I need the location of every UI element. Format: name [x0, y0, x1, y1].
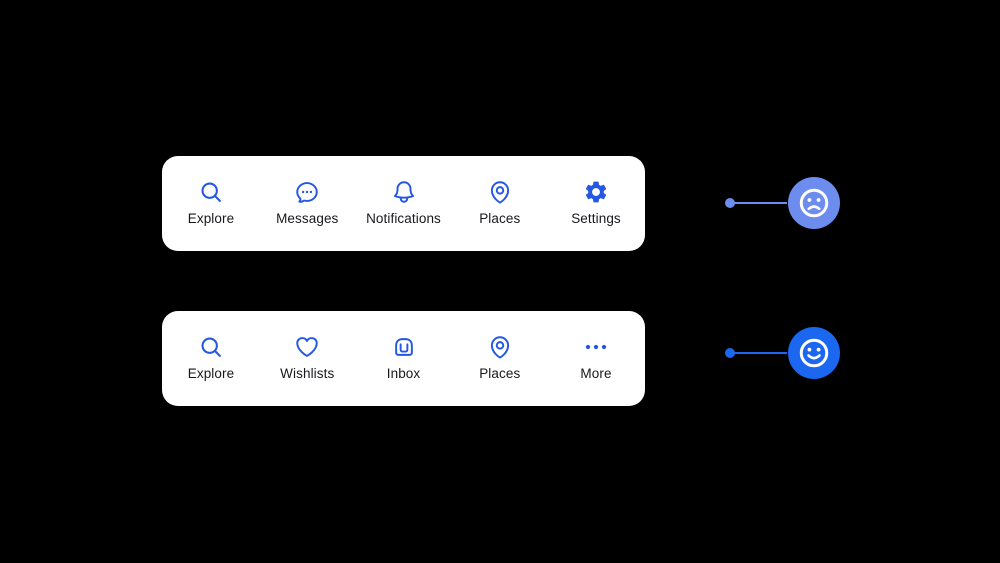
heart-icon — [294, 334, 320, 360]
sad-face-icon — [788, 177, 840, 229]
ellipsis-icon — [583, 334, 609, 360]
connector-line — [734, 351, 787, 355]
nav-item-label: More — [580, 366, 612, 381]
nav-item-inbox[interactable]: Inbox — [361, 311, 447, 406]
nav-item-label: Settings — [571, 211, 621, 226]
search-icon — [198, 334, 224, 360]
happy-face-icon — [788, 327, 840, 379]
nav-bar-settings-variant: Explore Messages Notifications Plac — [162, 156, 645, 251]
chat-bubble-icon — [294, 179, 320, 205]
connector-dot — [725, 198, 735, 208]
nav-item-label: Places — [479, 366, 521, 381]
nav-bar-more-variant: Explore Wishlists Inbox Places — [162, 311, 645, 406]
nav-item-notifications[interactable]: Notifications — [361, 156, 447, 251]
nav-item-explore[interactable]: Explore — [168, 311, 254, 406]
nav-item-places[interactable]: Places — [457, 156, 543, 251]
map-pin-icon — [487, 334, 513, 360]
nav-item-explore[interactable]: Explore — [168, 156, 254, 251]
nav-item-wishlists[interactable]: Wishlists — [264, 311, 350, 406]
bell-icon — [391, 179, 417, 205]
nav-item-label: Places — [479, 211, 521, 226]
search-icon — [198, 179, 224, 205]
nav-item-messages[interactable]: Messages — [264, 156, 350, 251]
nav-item-label: Notifications — [366, 211, 441, 226]
inbox-icon — [391, 334, 417, 360]
nav-item-label: Messages — [276, 211, 339, 226]
nav-item-label: Explore — [187, 366, 235, 381]
nav-item-label: Inbox — [386, 366, 421, 381]
nav-item-label: Wishlists — [280, 366, 335, 381]
nav-item-label: Explore — [187, 211, 235, 226]
nav-item-places[interactable]: Places — [457, 311, 543, 406]
connector-line — [734, 201, 787, 205]
gear-icon — [583, 179, 609, 205]
connector-dot — [725, 348, 735, 358]
map-pin-icon — [487, 179, 513, 205]
nav-item-settings[interactable]: Settings — [553, 156, 639, 251]
nav-item-more[interactable]: More — [553, 311, 639, 406]
